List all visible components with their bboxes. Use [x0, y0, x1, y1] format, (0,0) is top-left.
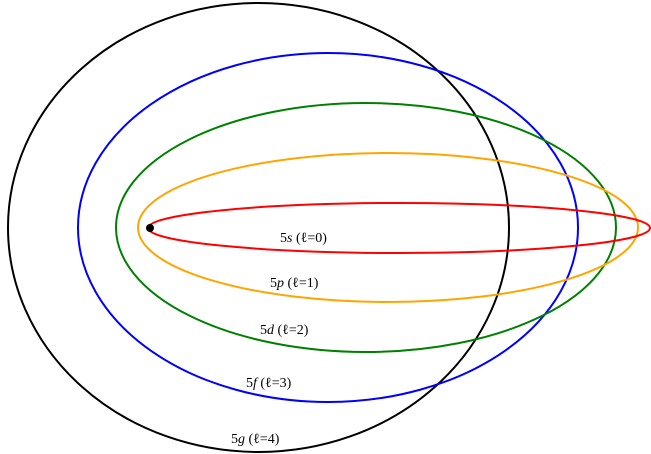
orbit-5s — [147, 202, 651, 254]
orbit-5g — [7, 2, 510, 453]
label-5d: 5d (ℓ=2) — [260, 323, 309, 338]
label-5p: 5p (ℓ=1) — [270, 276, 319, 291]
orbit-5p — [137, 152, 639, 303]
label-5g: 5g (ℓ=4) — [231, 432, 280, 447]
nucleus — [146, 224, 154, 232]
orbit-5f — [77, 52, 579, 403]
label-5s: 5s (ℓ=0) — [280, 231, 327, 246]
orbit-5d — [115, 102, 617, 353]
label-5f: 5f (ℓ=3) — [246, 376, 292, 391]
